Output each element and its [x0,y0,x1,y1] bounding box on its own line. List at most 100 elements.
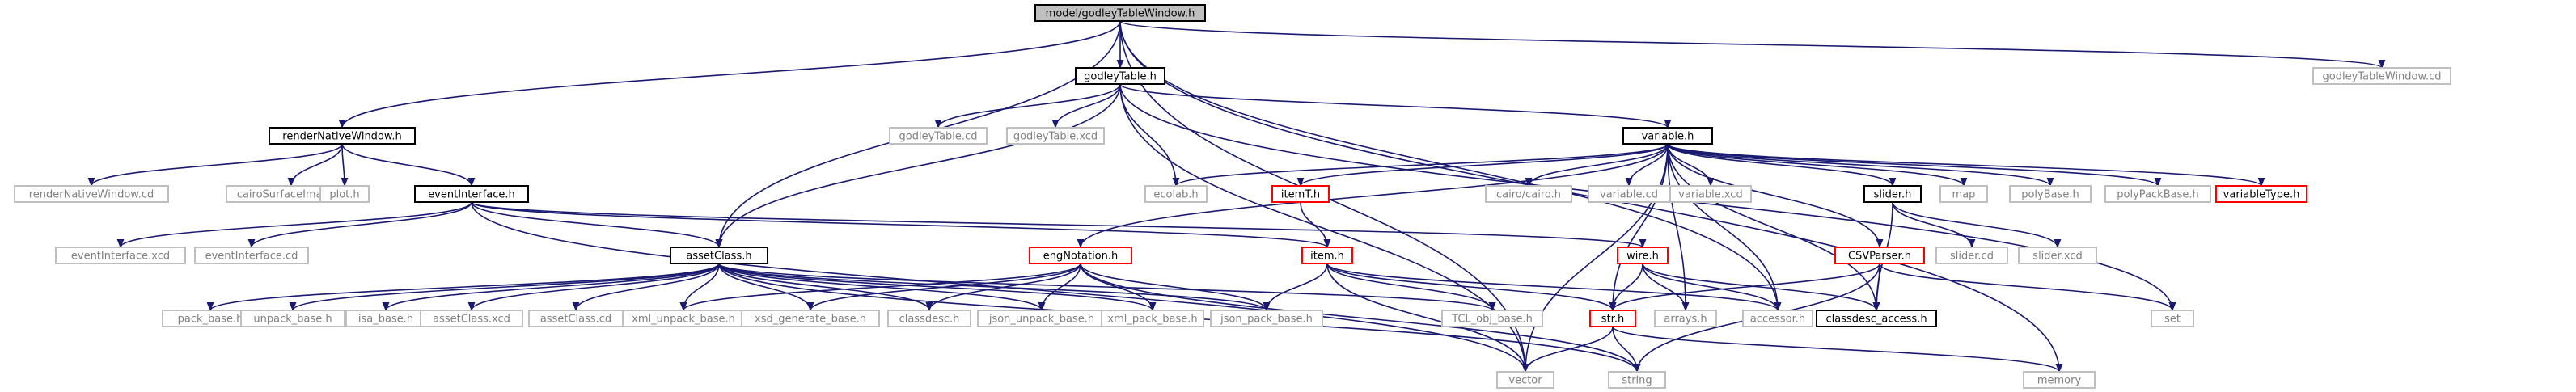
node-label-gtcd: godleyTable.cd [899,131,978,143]
edge-eventInterface-to-assetClass [471,201,723,249]
node-label-set: set [2164,314,2181,326]
node-itemT[interactable]: itemT.h [1271,185,1330,203]
node-renderNativeWindow[interactable]: renderNativeWindow.h [269,127,416,145]
node-layer: model/godleyTableWindow.h godleyTable.h go… [14,4,2451,389]
edge-variable-to-polyBase [1667,143,2054,188]
edge-variable-to-vector [1521,143,1669,373]
node-box-memory [2023,371,2096,389]
edge-item-to-str [1326,263,1617,312]
node-label-pack_base: pack_base.h [178,314,243,326]
node-wire[interactable]: wire.h [1617,247,1669,264]
node-pack_base: pack_base.h [162,310,259,327]
node-box-slider [1863,185,1922,203]
node-label-gtxcd: godleyTable.xcd [1013,131,1098,143]
node-label-xml_unpack_base: xml_unpack_base.h [632,314,735,326]
node-classdesc_access[interactable]: classdesc_access.h [1816,310,1937,327]
node-label-eventInterface: eventInterface.h [428,189,515,201]
node-item[interactable]: item.h [1301,247,1353,264]
node-box-assetClass [670,247,768,264]
edge-engNotation-to-xml_unpack_base [679,263,1081,312]
edge-CSVParser-to-set [1879,263,2176,312]
node-label-string: string [1622,375,1652,387]
node-eventInterface[interactable]: eventInterface.h [414,185,529,203]
node-xml_pack_base: xml_pack_base.h [1101,310,1204,327]
edge-variable-to-accessor [1667,143,1782,312]
node-assetClass[interactable]: assetClass.h [670,247,768,264]
node-label-map: map [1952,189,1976,201]
edge-root-to-renderNativeWindow [338,20,1121,129]
node-label-xml_pack_base: xml_pack_base.h [1107,314,1197,326]
node-box-eixcd [55,247,186,264]
edge-assetClass-to-xsd_generate_base [718,263,814,312]
node-label-wire: wire.h [1626,251,1659,263]
node-label-godleyTable: godleyTable.h [1084,71,1157,83]
edge-root-to-gtwcd [1119,20,2385,70]
node-box-itemT [1271,185,1330,203]
edge-variable-to-classdesc_access [1667,143,1880,312]
edge-assetClass-to-isa_base [382,263,720,312]
node-str[interactable]: str.h [1589,310,1636,327]
edge-assetClass-to-acxcd [467,263,720,312]
node-slider[interactable]: slider.h [1863,185,1922,203]
edge-eventInterface-to-eixcd [116,201,472,249]
node-label-cairo: cairo/cairo.h [1496,189,1561,201]
node-label-accessor: accessor.h [1750,314,1805,326]
node-root[interactable]: model/godleyTableWindow.h [1034,4,1206,22]
node-gtxcd: godleyTable.xcd [1006,127,1105,145]
edge-item-to-vector [1326,263,1529,373]
edge-item-to-TCL_obj_base [1326,263,1496,312]
edge-engNotation-to-json_pack_base [1080,263,1271,312]
edge-item-to-json_pack_base [1263,263,1328,312]
node-label-slider: slider.h [1874,189,1912,201]
edge-engNotation-to-string [1080,263,1641,373]
node-label-cairoSurface: cairoSurfaceImage.h [237,189,345,201]
edge-renderNativeWindow-to-eventInterface [341,143,476,188]
node-label-TCL_obj_base: TCL_obj_base.h [1451,314,1533,326]
node-isa_base: isa_base.h [345,310,426,327]
edge-variable-to-map [1667,143,1968,188]
node-label-assetClass: assetClass.h [686,251,751,263]
node-CSVParser[interactable]: CSVParser.h [1834,247,1925,264]
node-label-str: str.h [1601,314,1624,326]
node-xsd_generate_base: xsd_generate_base.h [741,310,880,327]
node-accd: assetClass.cd [528,310,624,327]
node-label-sliderxcd: slider.xcd [2032,251,2082,263]
edge-variable-to-variableType [1667,143,2265,188]
node-label-json_unpack_base: json_unpack_base.h [988,314,1094,326]
node-godleyTable[interactable]: godleyTable.h [1075,67,1165,85]
node-box-classdesc [887,310,971,327]
edge-slider-to-sliderxcd [1892,201,2062,249]
edge-assetClass-to-json_pack_base [718,263,1271,312]
node-engNotation[interactable]: engNotation.h [1029,247,1132,264]
node-gtcd: godleyTable.cd [889,127,988,145]
edge-str-to-vector [1521,326,1614,373]
node-variableType[interactable]: variableType.h [2215,185,2307,203]
node-unpack_base: unpack_base.h [240,310,345,327]
edge-CSVParser-to-classdesc_access [1872,263,1880,312]
node-box-polyBase [2009,185,2092,203]
node-label-variableType: variableType.h [2223,189,2300,201]
node-label-acxcd: assetClass.xcd [433,314,510,326]
edge-root-to-accessor [1119,20,1782,312]
edge-wire-to-accessor [1642,263,1782,312]
edge-godleyTable-to-gtcd [934,83,1121,129]
node-box-arrays [1654,310,1717,327]
node-box-godleyTable [1075,67,1165,85]
node-label-eicd: eventInterface.cd [205,251,298,263]
node-variable[interactable]: variable.h [1622,127,1713,145]
edge-variable-to-engNotation [1077,143,1669,249]
node-box-eventInterface [414,185,529,203]
node-label-item: item.h [1310,251,1344,263]
node-xml_unpack_base: xml_unpack_base.h [622,310,745,327]
node-label-slidercd: slider.cd [1950,251,1994,263]
edge-variable-to-ecolab [1172,143,1669,188]
node-box-variableType [2215,185,2307,203]
node-box-renderNativeWindow [269,127,416,145]
node-label-vector: vector [1508,375,1542,387]
node-box-varxcd [1669,185,1752,203]
node-plot: plot.h [319,185,370,203]
node-label-plot: plot.h [329,189,359,201]
node-box-json_pack_base [1210,310,1323,327]
node-label-json_pack_base: json_pack_base.h [1220,314,1313,326]
node-label-classdesc: classdesc.h [899,314,960,326]
